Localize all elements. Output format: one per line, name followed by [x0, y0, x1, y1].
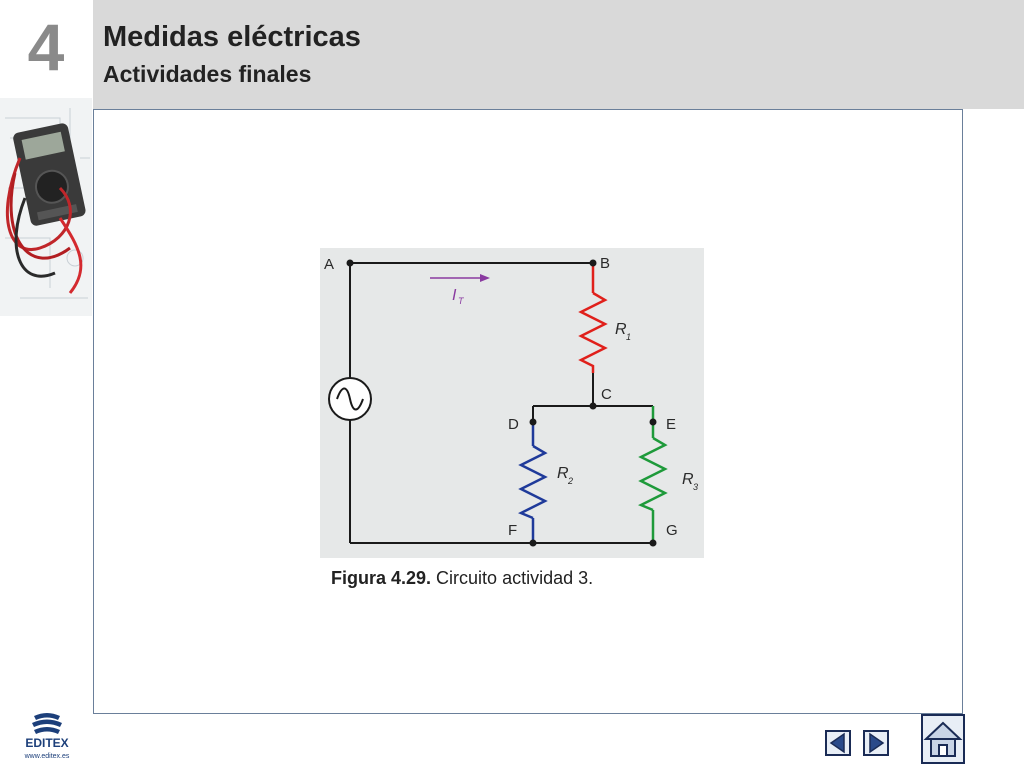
caption-text: Circuito actividad 3.: [431, 568, 594, 588]
node-dot-a: [346, 259, 354, 267]
arrow-left-icon: [829, 732, 845, 754]
caption-bold: Figura 4.29.: [331, 568, 432, 588]
multimeter-photo: [0, 98, 92, 316]
page-title: Medidas eléctricas: [103, 21, 361, 53]
node-label-a: A: [324, 256, 334, 273]
node-label-g: G: [666, 522, 678, 539]
current-subscript: T: [458, 296, 465, 306]
next-button[interactable]: [863, 730, 889, 756]
logo-brand: EDITEX: [25, 736, 68, 750]
node-dot-f: [529, 539, 537, 547]
previous-button[interactable]: [825, 730, 851, 756]
editex-logo: EDITEX www.editex.es: [24, 713, 70, 760]
r3-subscript: 3: [693, 482, 698, 492]
current-arrow: [480, 274, 490, 282]
r1-label: R: [615, 321, 627, 338]
figure-caption: Figura 4.29. Circuito actividad 3.: [331, 568, 593, 589]
header-bar: [93, 0, 1024, 109]
r1-subscript: 1: [626, 332, 631, 342]
node-label-e: E: [666, 416, 676, 433]
page-subtitle: Actividades finales: [103, 61, 312, 87]
logo-url: www.editex.es: [24, 753, 70, 760]
node-dot-e: [649, 418, 657, 426]
node-dot-b: [589, 259, 597, 267]
circuit-diagram: A B C D E F G I T R 1 R 2 R 3: [320, 248, 704, 558]
arrow-right-icon: [869, 732, 885, 754]
resistor-r3: [637, 436, 668, 512]
r2-subscript: 2: [567, 476, 573, 486]
r2-label: R: [557, 465, 569, 482]
home-button[interactable]: [921, 714, 965, 764]
node-dot-g: [649, 539, 657, 547]
node-dot-d: [529, 418, 537, 426]
home-icon: [923, 721, 963, 757]
node-dot-c: [589, 402, 597, 410]
node-label-f: F: [508, 522, 517, 539]
resistor-r2: [517, 444, 548, 520]
resistor-r1: [578, 291, 608, 373]
node-label-b: B: [600, 255, 610, 272]
node-label-c: C: [601, 386, 612, 403]
node-label-d: D: [508, 416, 519, 433]
r3-label: R: [682, 471, 694, 488]
current-label: I: [452, 287, 457, 304]
chapter-number: 4: [27, 10, 65, 84]
